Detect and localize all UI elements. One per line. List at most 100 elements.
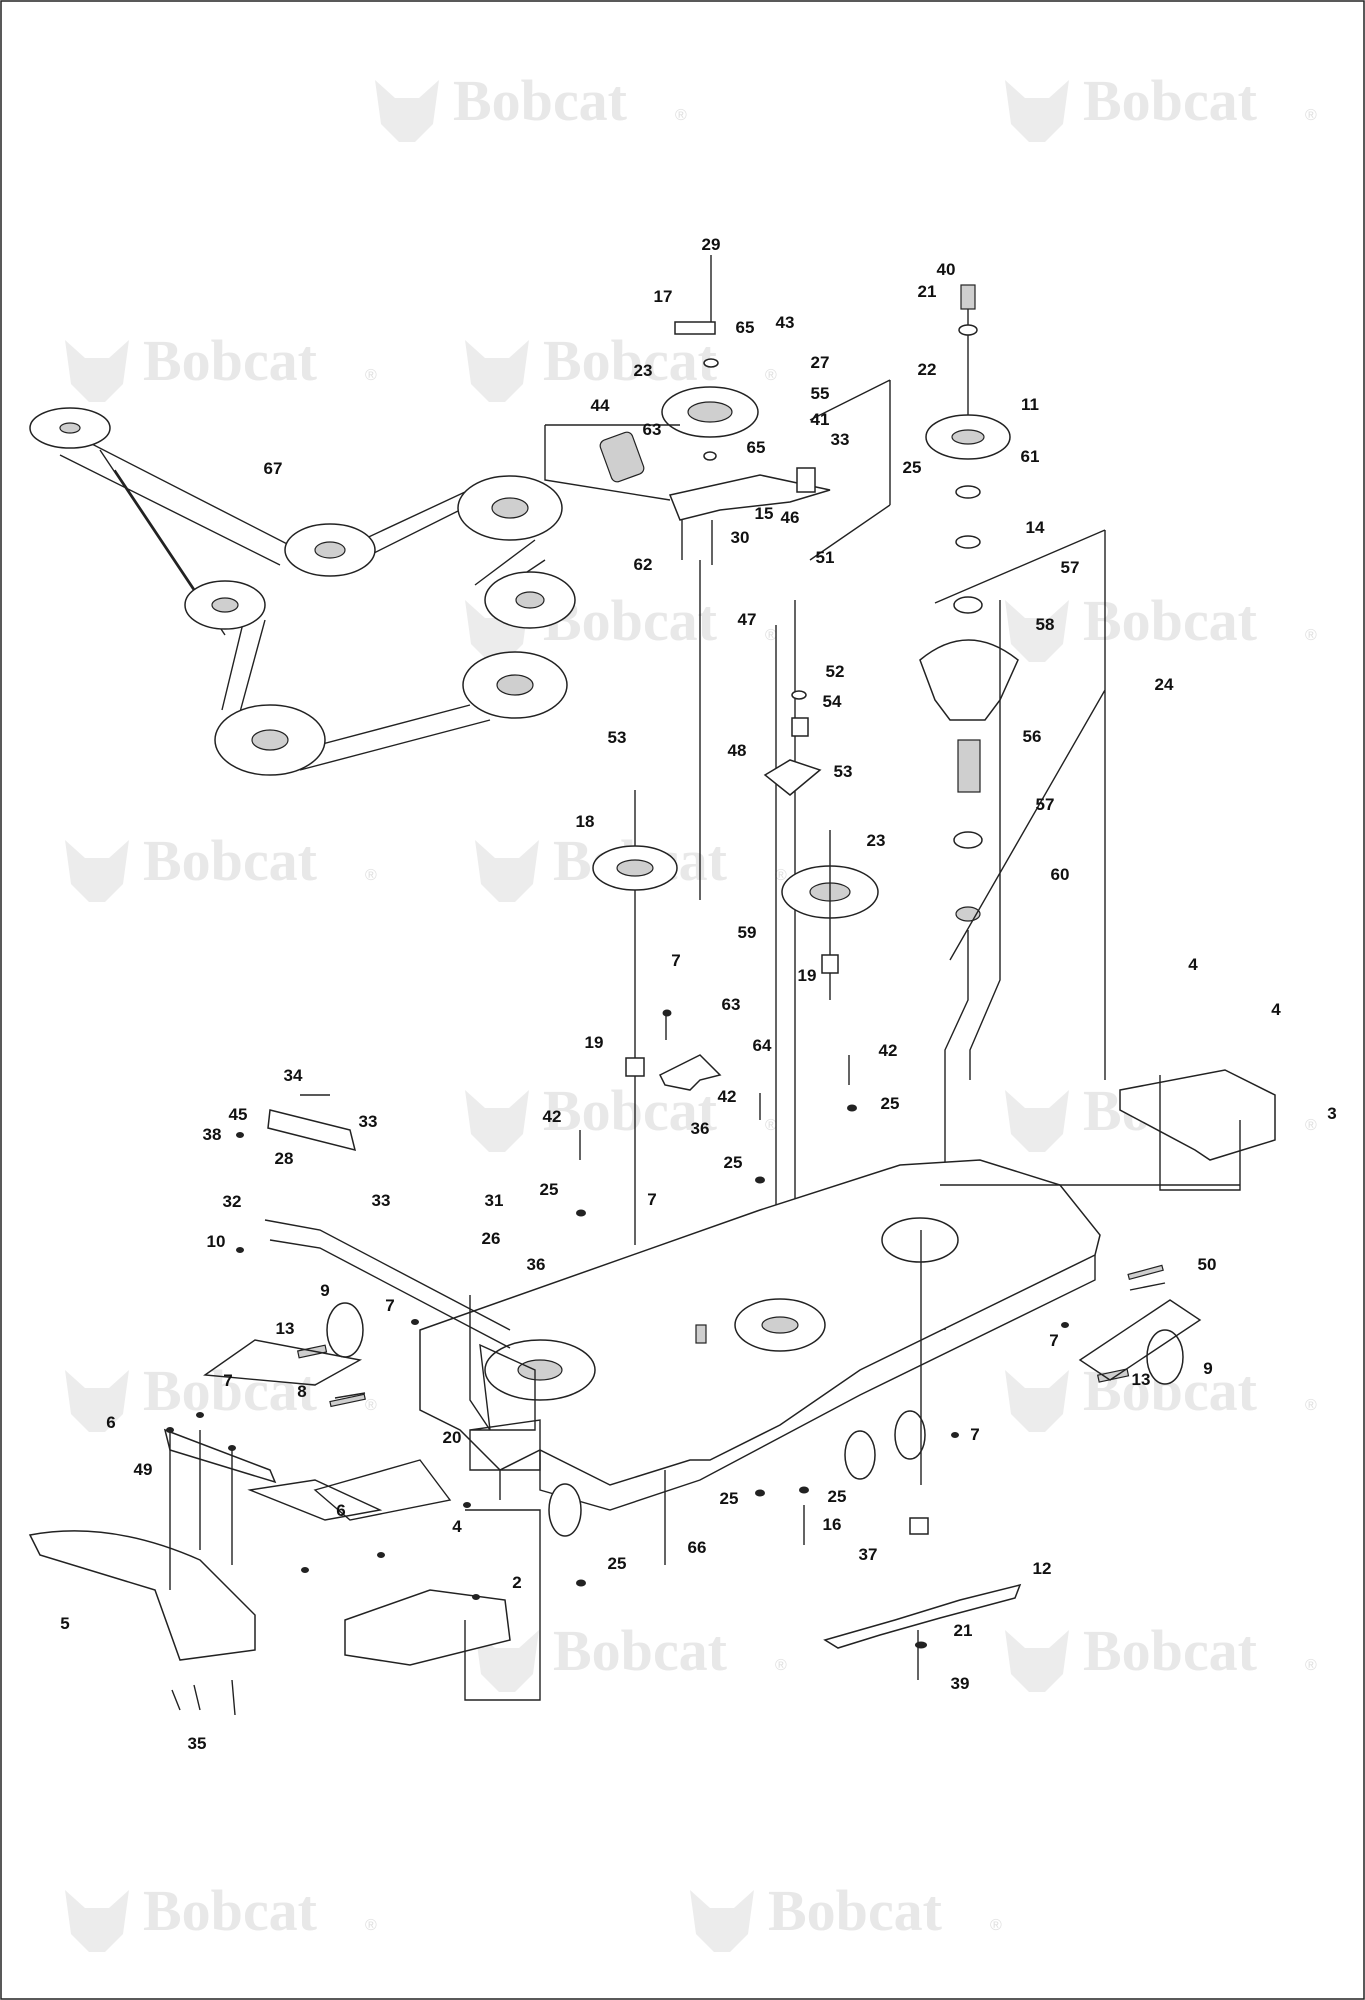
watermark-brand: Bobcat — [1083, 1618, 1258, 1683]
watermark-brand: Bobcat — [143, 1358, 318, 1423]
bobcat-watermark: Bobcat® — [65, 328, 377, 402]
watermark-brand: Bobcat — [143, 1878, 318, 1943]
bobcat-watermark: Bobcat® — [1005, 1618, 1317, 1692]
callout-41: 41 — [811, 410, 830, 429]
callout-67: 67 — [264, 459, 283, 478]
callout-53: 53 — [834, 762, 853, 781]
callout-42: 42 — [718, 1087, 737, 1106]
watermark-brand: Bobcat — [553, 1618, 728, 1683]
bobcat-head-icon — [65, 1890, 129, 1952]
callout-64: 64 — [753, 1036, 772, 1055]
gauge-wheel-front-3 — [894, 1410, 926, 1460]
watermark-registered-mark: ® — [765, 627, 777, 644]
callout-38: 38 — [203, 1125, 222, 1144]
watermark-brand: Bobcat — [768, 1878, 943, 1943]
bobcat-head-icon — [475, 840, 539, 902]
bobcat-watermark: Bobcat® — [65, 828, 377, 902]
pulley-hub-4 — [491, 497, 529, 519]
callout-45: 45 — [229, 1105, 248, 1124]
watermark-layer: Bobcat®Bobcat®Bobcat®Bobcat®Bobcat®Bobca… — [65, 68, 1317, 1952]
callout-7: 7 — [1049, 1331, 1058, 1350]
callout-39: 39 — [951, 1674, 970, 1693]
callout-31: 31 — [485, 1191, 504, 1210]
callout-33: 33 — [372, 1191, 391, 1210]
deck-spindle-opening — [881, 1217, 959, 1263]
spindle-assembly — [919, 284, 1106, 1330]
bobcat-head-icon — [375, 80, 439, 142]
callout-21: 21 — [954, 1621, 973, 1640]
bobcat-watermark: Bobcat® — [1005, 68, 1317, 142]
callout-25: 25 — [720, 1489, 739, 1508]
callout-50: 50 — [1198, 1255, 1217, 1274]
lift-arm-28 — [267, 1109, 357, 1152]
callout-26: 26 — [482, 1229, 501, 1248]
callout-46: 46 — [781, 508, 800, 527]
belt-pulley-assembly — [29, 407, 576, 776]
callout-20: 20 — [443, 1428, 462, 1447]
bobcat-watermark: Bobcat® — [690, 1878, 1002, 1952]
pulley-hub-2 — [314, 541, 346, 559]
callout-52: 52 — [826, 662, 845, 681]
center-pulleys — [592, 600, 879, 1270]
callout-56: 56 — [1023, 727, 1042, 746]
fasteners — [166, 1009, 1241, 1716]
callout-36: 36 — [527, 1255, 546, 1274]
callout-24: 24 — [1155, 675, 1174, 694]
callout-63: 63 — [722, 995, 741, 1014]
bobcat-watermark: Bobcat® — [475, 1618, 787, 1692]
belt-cover-2 — [344, 1589, 511, 1666]
bobcat-watermark: Bobcat® — [65, 1358, 377, 1432]
callout-15: 15 — [755, 504, 774, 523]
callout-4: 4 — [1271, 1000, 1281, 1019]
bobcat-head-icon — [465, 1090, 529, 1152]
callout-36: 36 — [691, 1119, 710, 1138]
callout-3: 3 — [1327, 1104, 1336, 1123]
bobcat-head-icon — [1005, 1370, 1069, 1432]
bobcat-watermark: Bobcat® — [465, 328, 777, 402]
watermark-registered-mark: ® — [365, 867, 377, 884]
bracket-17 — [674, 321, 716, 335]
callout-12: 12 — [1033, 1559, 1052, 1578]
bracket-64 — [658, 1054, 722, 1091]
spindle-shaft-56 — [957, 739, 981, 793]
callout-18: 18 — [576, 812, 595, 831]
callout-66: 66 — [688, 1538, 707, 1557]
bobcat-head-icon — [65, 840, 129, 902]
callout-6: 6 — [106, 1413, 115, 1432]
spring-44 — [599, 431, 645, 483]
watermark-registered-mark: ® — [1305, 627, 1317, 644]
callout-17: 17 — [654, 287, 673, 306]
watermark-brand: Bobcat — [1083, 68, 1258, 133]
watermark-brand: Bobcat — [143, 328, 318, 393]
gauge-wheel-front-2 — [844, 1430, 876, 1480]
bobcat-head-icon — [1005, 600, 1069, 662]
callout-25: 25 — [608, 1554, 627, 1573]
callout-34: 34 — [284, 1066, 303, 1085]
callout-19: 19 — [798, 966, 817, 985]
callout-58: 58 — [1036, 615, 1055, 634]
callout-27: 27 — [811, 353, 830, 372]
bobcat-head-icon — [65, 340, 129, 402]
callout-33: 33 — [831, 430, 850, 449]
bobcat-head-icon — [465, 340, 529, 402]
idler-arm-assembly — [544, 255, 891, 900]
callout-7: 7 — [671, 951, 680, 970]
callout-22: 22 — [918, 360, 937, 379]
callout-28: 28 — [275, 1149, 294, 1168]
callout-48: 48 — [728, 741, 747, 760]
watermark-registered-mark: ® — [765, 367, 777, 384]
callout-25: 25 — [881, 1094, 900, 1113]
callout-32: 32 — [223, 1192, 242, 1211]
callout-47: 47 — [738, 610, 757, 629]
watermark-registered-mark: ® — [1305, 1117, 1317, 1134]
callout-25: 25 — [724, 1153, 743, 1172]
callout-57: 57 — [1061, 558, 1080, 577]
guards-covers — [28, 1069, 1276, 1666]
callout-19: 19 — [585, 1033, 604, 1052]
bracket-48 — [763, 759, 822, 796]
pulley-hub-7 — [251, 729, 289, 751]
watermark-registered-mark: ® — [765, 1117, 777, 1134]
callout-6: 6 — [336, 1501, 345, 1520]
